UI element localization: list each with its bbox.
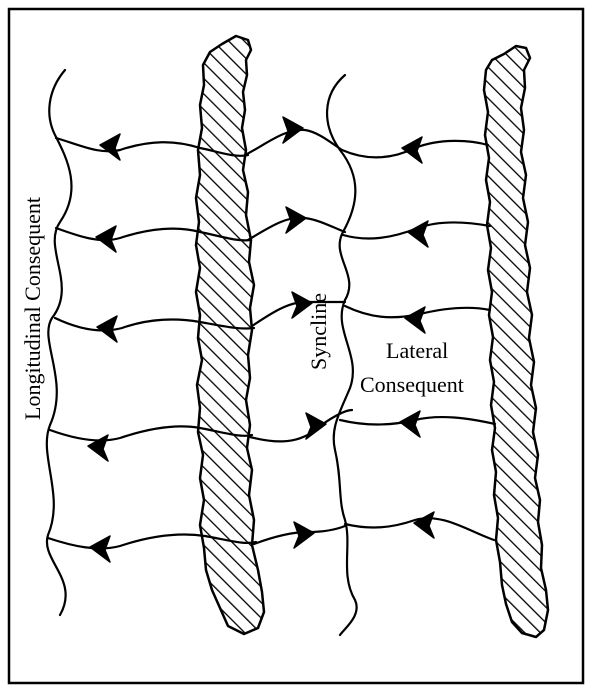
lateral-stream: [248, 408, 354, 443]
ridge-left: [194, 34, 266, 636]
diagram-border: [7, 7, 585, 685]
flow-arrowhead: [87, 434, 109, 462]
lateral-stream: [54, 136, 250, 157]
flow-arrowhead: [99, 133, 121, 161]
flow-arrowhead: [413, 511, 435, 539]
flow-arrowhead: [282, 116, 304, 144]
lateral-stream: [53, 316, 256, 332]
consequent-label: Consequent: [360, 372, 464, 397]
lateral-stream: [343, 517, 496, 542]
lateral-label: Lateral: [386, 338, 448, 363]
longitudinal-stream-left: [45, 68, 73, 617]
lateral-stream: [46, 533, 258, 550]
lateral-stream: [54, 226, 252, 242]
lateral-stream: [243, 128, 344, 157]
longitudinal-consequent-label: Longitudinal Consequent: [20, 197, 45, 420]
flow-arrowhead: [305, 412, 327, 440]
lateral-stream: [48, 425, 254, 442]
flow-arrowhead: [89, 535, 111, 563]
syncline-label: Syncline: [306, 293, 331, 370]
flow-arrowhead: [293, 521, 315, 549]
flow-arrowhead: [407, 220, 429, 248]
flow-arrowhead: [401, 136, 423, 164]
flow-arrowhead: [285, 206, 307, 234]
flow-arrowhead: [399, 410, 421, 438]
flow-arrowhead: [404, 306, 426, 334]
flow-arrowhead: [95, 225, 117, 253]
flow-arrowhead: [96, 315, 118, 343]
syncline-stream: [326, 73, 358, 637]
flow-arrowhead: [291, 291, 313, 319]
ridge-right: [482, 44, 550, 639]
